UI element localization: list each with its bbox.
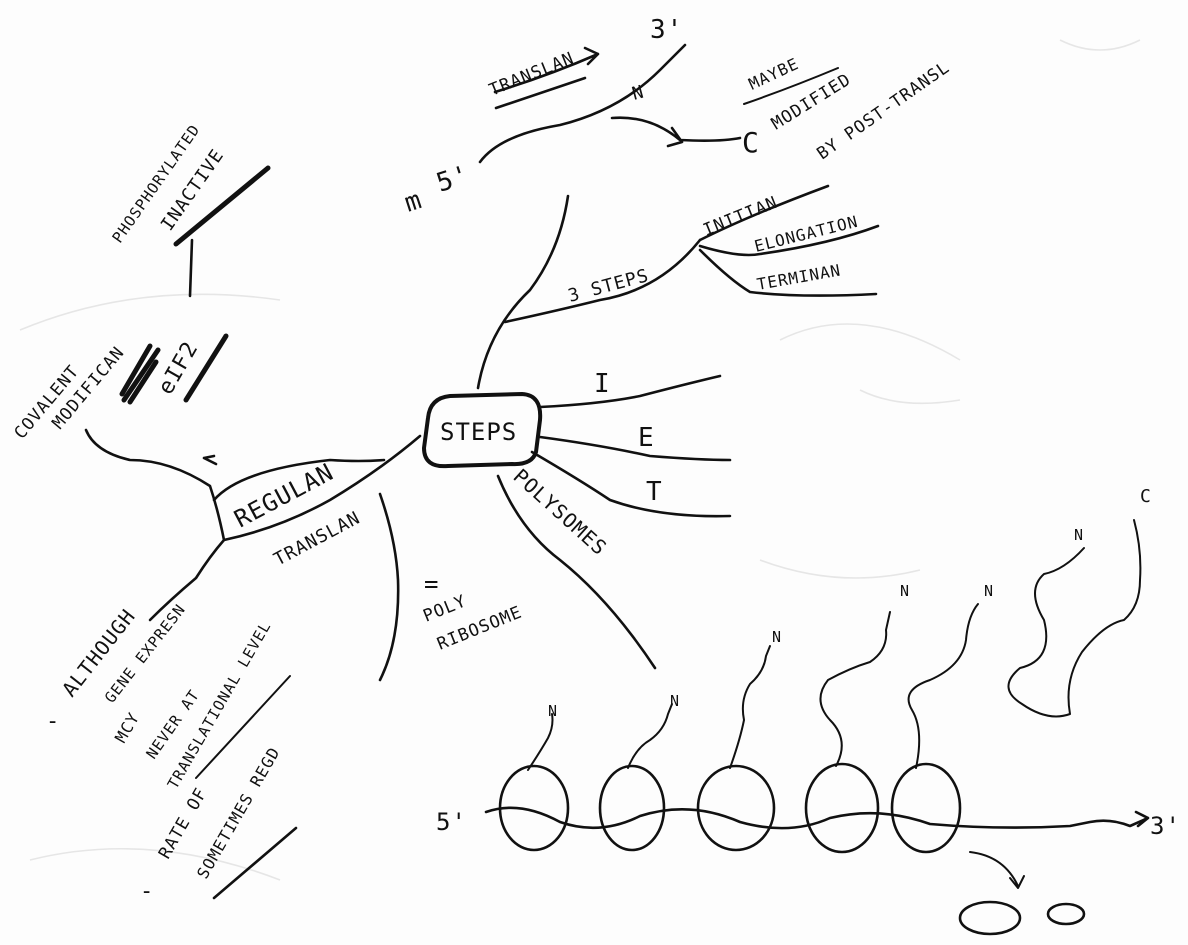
chain-1-n: N bbox=[548, 702, 558, 720]
rate-line bbox=[380, 494, 398, 680]
release-arrow bbox=[970, 852, 1024, 888]
n-to-c-arrow bbox=[612, 118, 740, 146]
iet-branches: I E T bbox=[532, 369, 730, 516]
regulation-branch: REGULAN TRANSLAN COVALENT MODIFICAN eIF2… bbox=[11, 121, 420, 904]
branch-to-mrna bbox=[478, 196, 568, 388]
eif2-link bbox=[190, 240, 192, 296]
released-chain bbox=[1008, 520, 1140, 716]
e-line bbox=[540, 437, 730, 460]
ribosome-4 bbox=[806, 764, 878, 852]
center-label: STEPS bbox=[440, 418, 517, 446]
dash-1: - bbox=[46, 709, 60, 734]
ribosome-5 bbox=[892, 764, 960, 852]
chain-3 bbox=[730, 646, 770, 768]
translation-label: TRANSLAN bbox=[486, 48, 577, 100]
step-termination: TERMINAN bbox=[755, 260, 842, 293]
three-prime-label: 3' bbox=[650, 15, 683, 45]
chain-5 bbox=[909, 604, 978, 768]
m-label: m bbox=[401, 185, 426, 219]
eif2-label: eIF2 bbox=[154, 337, 204, 399]
polysomes-equals: = bbox=[424, 570, 439, 598]
although-line bbox=[150, 540, 224, 620]
dash-2: - bbox=[140, 879, 154, 904]
covalent-line bbox=[86, 430, 224, 540]
scribble-mark bbox=[122, 346, 158, 402]
iet-e: E bbox=[638, 423, 655, 453]
chain-2 bbox=[628, 704, 672, 768]
ribosome-2 bbox=[600, 766, 664, 850]
center-node: STEPS bbox=[424, 394, 540, 466]
maybe-note: MAYBE bbox=[746, 54, 802, 94]
translation-label-2: TRANSLAN bbox=[270, 507, 363, 570]
iet-i: I bbox=[594, 369, 611, 399]
step-elongation: ELONGATION bbox=[752, 212, 860, 256]
released-chain-n: N bbox=[1074, 526, 1084, 544]
i-line bbox=[540, 376, 720, 407]
strand-three-prime: 3' bbox=[1150, 812, 1181, 840]
chain-4 bbox=[820, 612, 890, 766]
released-chain-c: C bbox=[1140, 486, 1152, 507]
mcy-label: MCY bbox=[111, 709, 143, 746]
chain-3-n: N bbox=[772, 628, 782, 646]
post-translational-note: BY POST-TRANSL bbox=[813, 57, 953, 164]
translation-direction-branch: TRANSLAN m 5' 3' N C MAYBE MODIFIED BY P… bbox=[401, 15, 954, 388]
three-steps-branch: 3 STEPS INITIAN ELONGATION TERMINAN bbox=[505, 186, 878, 322]
small-subunit bbox=[1048, 904, 1084, 924]
c-terminus-label: C bbox=[742, 126, 760, 159]
chain-2-n: N bbox=[670, 692, 680, 710]
three-steps-label: 3 STEPS bbox=[566, 265, 651, 307]
chain-5-n: N bbox=[984, 582, 994, 600]
rate-label: RATE OF bbox=[155, 784, 212, 862]
large-subunit bbox=[960, 902, 1020, 934]
chain-1 bbox=[528, 714, 553, 770]
polysomes-line bbox=[498, 476, 655, 668]
sometimes-regulated-label: SOMETIMES REGD bbox=[193, 744, 284, 882]
strand-five-prime: 5' bbox=[436, 808, 467, 836]
polysomes-label: POLYSOMES bbox=[509, 464, 612, 560]
ribosome-3 bbox=[698, 766, 774, 850]
chain-4-n: N bbox=[900, 582, 910, 600]
mrna-strand bbox=[486, 808, 1148, 828]
five-prime-label: 5' bbox=[433, 160, 474, 199]
polysomes-branch: POLYSOMES = POLY RIBOSOME 5' 3' N N N N … bbox=[420, 464, 1181, 934]
iet-t: T bbox=[646, 477, 663, 507]
